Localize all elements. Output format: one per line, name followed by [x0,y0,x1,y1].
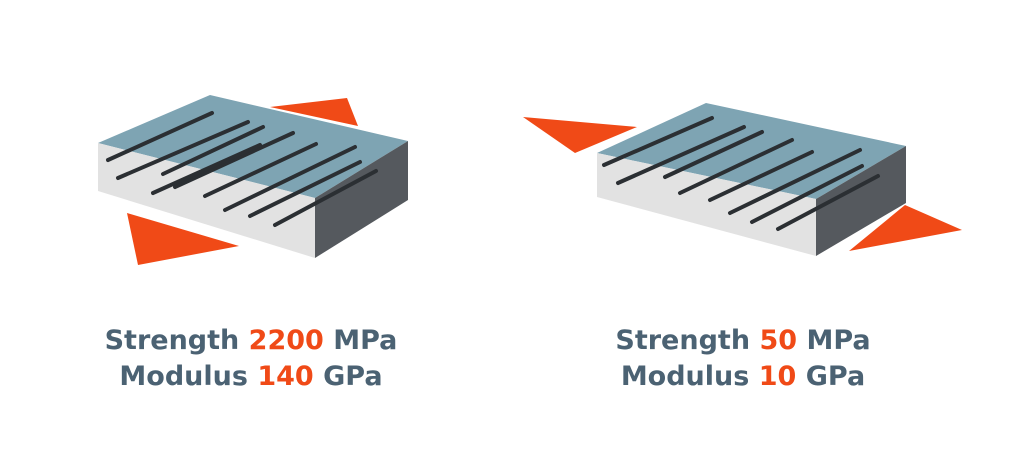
left-fiber [151,143,262,195]
right-modulus-label: Modulus [620,361,750,392]
right-fiber [750,164,864,224]
left-composite-block [98,95,408,265]
left-strength-unit: MPa [333,325,398,356]
left-fiber [173,131,295,189]
right-fibers [602,116,880,231]
right-fiber [602,116,714,167]
right-load-arrow-left [523,117,637,153]
left-modulus-line: Modulus 140 GPa [51,359,451,395]
right-properties: Strength 50 MPa Modulus 10 GPa [543,323,943,395]
left-strength-value: 2200 [248,325,324,356]
right-fiber [678,138,794,195]
right-fiber [663,130,764,179]
left-fiber [223,145,357,212]
right-block-top-face [597,103,906,199]
right-modulus-unit: GPa [805,361,866,392]
left-properties: Strength 2200 MPa Modulus 140 GPa [51,323,451,395]
left-modulus-label: Modulus [119,361,248,392]
right-modulus-line: Modulus 10 GPa [543,359,943,395]
right-fiber [776,174,880,231]
left-fibers [106,111,378,227]
left-fiber [116,120,250,180]
right-block-front-face [597,153,816,256]
left-modulus-unit: GPa [323,361,383,392]
left-fiber [161,125,265,176]
left-block-side-face [315,141,408,258]
left-load-arrow-top [270,98,358,126]
right-strength-label: Strength [615,325,751,356]
right-load-arrow-right [849,205,962,251]
right-fiber [616,125,746,185]
right-strength-line: Strength 50 MPa [543,323,943,359]
left-strength-label: Strength [104,325,240,356]
right-strength-unit: MPa [806,325,871,356]
right-composite-block [523,103,962,256]
right-modulus-value: 10 [758,361,797,392]
left-block-front-face [98,143,315,258]
left-modulus-value: 140 [257,361,314,392]
right-fiber [728,148,862,215]
left-strength-line: Strength 2200 MPa [51,323,451,359]
left-fiber [273,169,378,227]
left-fiber [203,142,318,198]
left-load-arrow-bottom [127,213,239,265]
right-strength-value: 50 [759,325,798,356]
left-fiber [106,111,214,162]
left-fiber [248,160,362,218]
right-fiber [708,150,814,202]
right-block-side-face [816,146,906,256]
